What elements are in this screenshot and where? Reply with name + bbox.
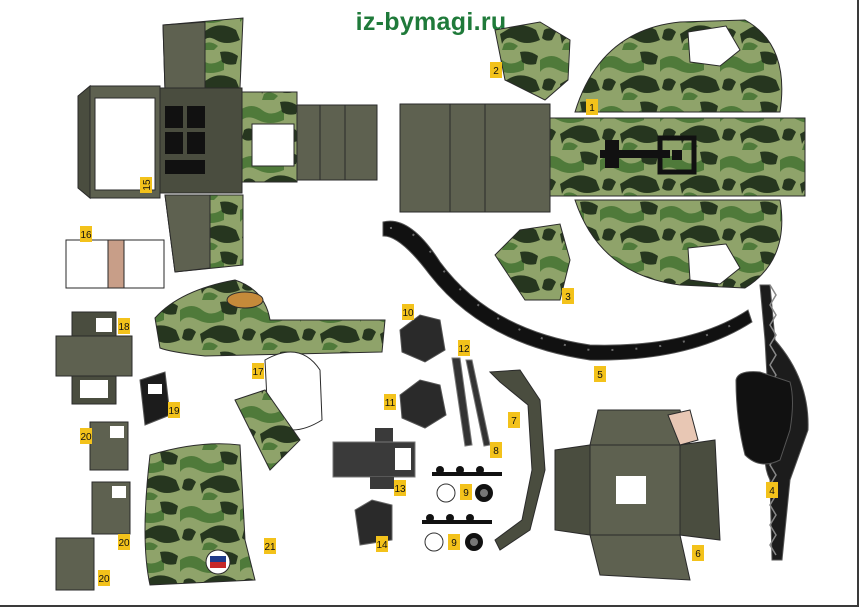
label-18: 18 <box>118 322 130 333</box>
part-20-a: 20 <box>80 421 129 471</box>
part-20-b: 20 <box>91 481 131 550</box>
label-9-b: 9 <box>451 538 457 549</box>
part-11: 11 <box>384 379 447 429</box>
label-20-b: 20 <box>118 538 130 549</box>
label-16: 16 <box>80 230 92 241</box>
label-15: 15 <box>142 179 153 191</box>
site-title: iz-bymagi.ru <box>355 8 507 36</box>
label-9-a: 9 <box>463 488 469 499</box>
label-3: 3 <box>565 292 571 303</box>
label-5: 5 <box>597 370 603 381</box>
label-6: 6 <box>695 549 701 560</box>
part-1: 1 <box>399 19 806 289</box>
label-7: 7 <box>511 416 517 427</box>
part-6: 6 <box>554 409 721 581</box>
part-4: 4 <box>735 284 809 561</box>
label-14: 14 <box>376 540 388 551</box>
part-17: 17 <box>154 279 386 471</box>
part-9-b: 9 <box>422 514 492 552</box>
label-17: 17 <box>252 367 264 378</box>
part-20-c: 20 <box>55 537 110 591</box>
part-2: 2 <box>490 21 571 101</box>
part-10: 10 <box>399 304 446 363</box>
label-8: 8 <box>493 446 499 457</box>
part-18: 18 <box>55 311 133 405</box>
part-7: 7 <box>488 369 546 551</box>
part-5: 5 <box>382 220 753 382</box>
label-21: 21 <box>264 542 276 553</box>
label-19: 19 <box>168 406 180 417</box>
part-9-a: 9 <box>432 466 502 503</box>
label-12: 12 <box>458 344 470 355</box>
part-21: 21 <box>144 443 276 586</box>
label-10: 10 <box>402 308 414 319</box>
label-20-c: 20 <box>98 574 110 585</box>
part-3: 3 <box>494 223 574 304</box>
label-1: 1 <box>589 103 595 114</box>
part-14: 14 <box>354 499 393 552</box>
part-13: 13 <box>332 428 416 496</box>
part-15: 15 <box>77 17 378 273</box>
part-19: 19 <box>139 371 180 426</box>
label-2: 2 <box>493 66 499 77</box>
label-11: 11 <box>385 398 396 409</box>
label-20-a: 20 <box>80 432 92 443</box>
part-16: 16 <box>65 226 165 289</box>
label-13: 13 <box>394 484 406 495</box>
label-4: 4 <box>769 486 775 497</box>
part-12-8: 12 8 <box>451 340 502 458</box>
